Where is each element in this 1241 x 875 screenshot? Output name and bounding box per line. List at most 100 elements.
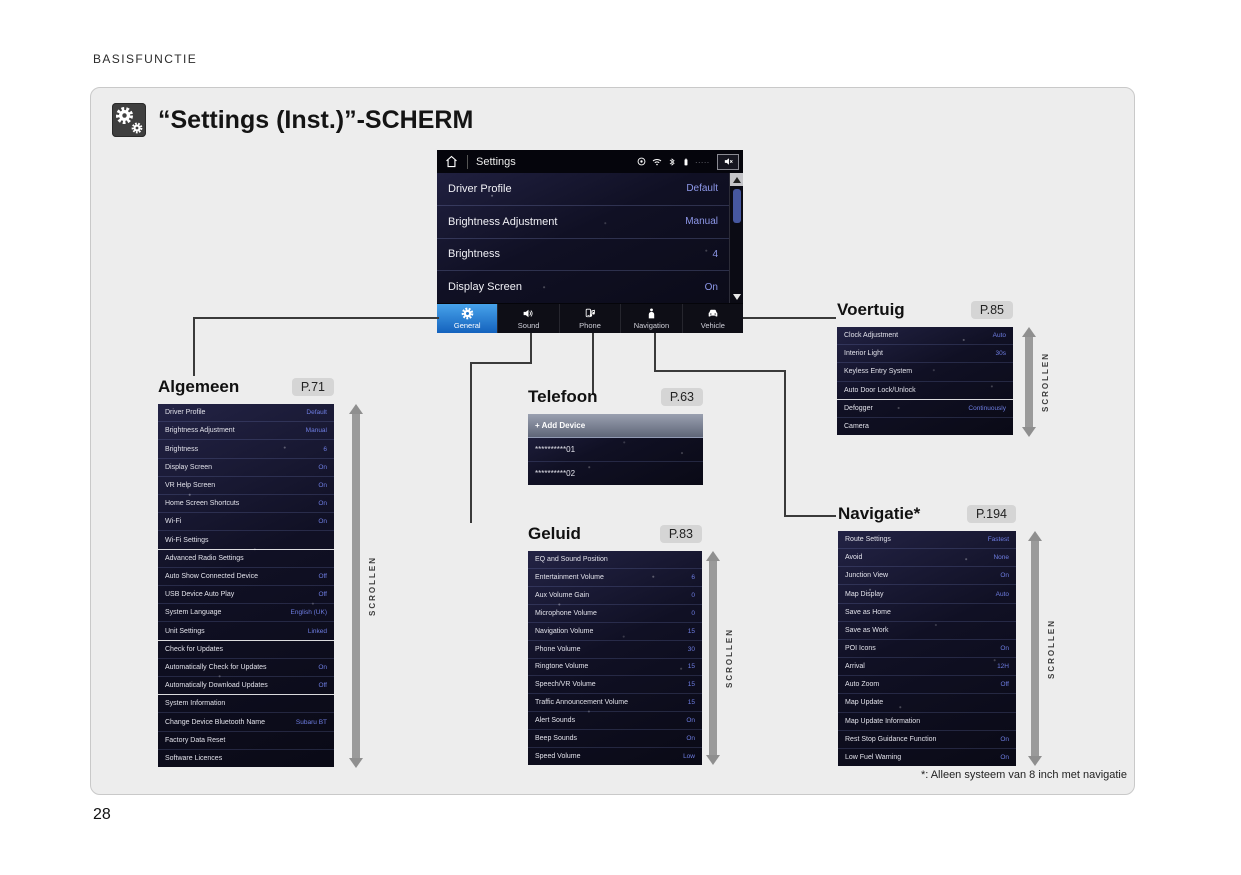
scroll-thumb[interactable]: [733, 189, 741, 223]
list-item[interactable]: Software Licences: [158, 750, 334, 767]
connector-line-algemeen-v: [193, 317, 195, 376]
down-arrow-icon: [349, 758, 363, 768]
list-item[interactable]: Unit Settings Linked: [158, 622, 334, 641]
item-value: Manual: [305, 427, 327, 435]
list-item[interactable]: Map Update: [838, 694, 1016, 713]
item-label: Map Update: [845, 699, 884, 707]
item-label: VR Help Screen: [165, 481, 216, 489]
item-label: System Language: [165, 609, 222, 617]
item-value: On: [1000, 753, 1009, 761]
list-item[interactable]: System Information: [158, 695, 334, 714]
item-label: + Add Device: [535, 421, 586, 430]
item-label: Arrival: [845, 663, 865, 671]
item-label: Wi-Fi: [165, 518, 182, 526]
home-button[interactable]: [444, 154, 459, 169]
item-value: On: [686, 717, 695, 725]
item-label: **********02: [535, 469, 576, 478]
tab-vehicle[interactable]: Vehicle: [683, 304, 743, 333]
list-item[interactable]: Factory Data Reset: [158, 732, 334, 750]
list-item[interactable]: Wi-Fi Settings: [158, 531, 334, 550]
item-label: Low Fuel Warning: [845, 753, 902, 761]
list-item[interactable]: Check for Updates: [158, 641, 334, 659]
scrollbar[interactable]: [729, 173, 743, 303]
status-icons: .....: [636, 153, 743, 170]
display-icon: [637, 157, 646, 166]
item-label: Unit Settings: [165, 627, 205, 635]
list-item[interactable]: Advanced Radio Settings: [158, 550, 334, 568]
list-item[interactable]: + Add Device: [528, 414, 703, 438]
tab-general[interactable]: General: [437, 304, 499, 333]
tab-phone[interactable]: Phone: [560, 304, 622, 333]
item-value: Auto: [992, 332, 1006, 340]
tab-sound[interactable]: Sound: [498, 304, 560, 333]
chapter-header: BASISFUNCTIE: [93, 52, 198, 66]
list-item[interactable]: Camera: [837, 418, 1013, 435]
list-item[interactable]: Auto Door Lock/Unlock: [837, 382, 1013, 400]
list-item[interactable]: **********01: [528, 438, 703, 462]
item-label: Display Screen: [165, 463, 213, 471]
item-label: Display Screen: [448, 281, 522, 294]
list-item[interactable]: **********02: [528, 462, 703, 485]
list-item[interactable]: EQ and Sound Position: [528, 551, 702, 569]
scroll-indicator-algemeen: SCROLLEN: [349, 404, 377, 768]
list-item[interactable]: Save as Work: [838, 622, 1016, 640]
list-item[interactable]: Save as Home: [838, 604, 1016, 622]
settings-gears-icon: [112, 103, 146, 137]
list-item[interactable]: Map Update Information: [838, 713, 1016, 731]
item-value: Default: [686, 183, 718, 195]
section-title-algemeen: Algemeen: [158, 377, 240, 396]
list-item[interactable]: Keyless Entry System: [837, 363, 1013, 382]
scroll-down-button[interactable]: [730, 290, 743, 303]
section-title-telefoon: Telefoon: [528, 387, 598, 406]
scroll-up-button[interactable]: [730, 173, 743, 186]
item-value: Manual: [685, 216, 718, 228]
mute-button[interactable]: [717, 153, 739, 170]
tab-navigation[interactable]: Navigation: [621, 304, 683, 333]
item-value: On: [686, 735, 695, 743]
list-item[interactable]: Low Fuel Warning On: [838, 749, 1016, 766]
item-value: Linked: [307, 627, 327, 635]
item-value: Continuously: [968, 404, 1006, 412]
